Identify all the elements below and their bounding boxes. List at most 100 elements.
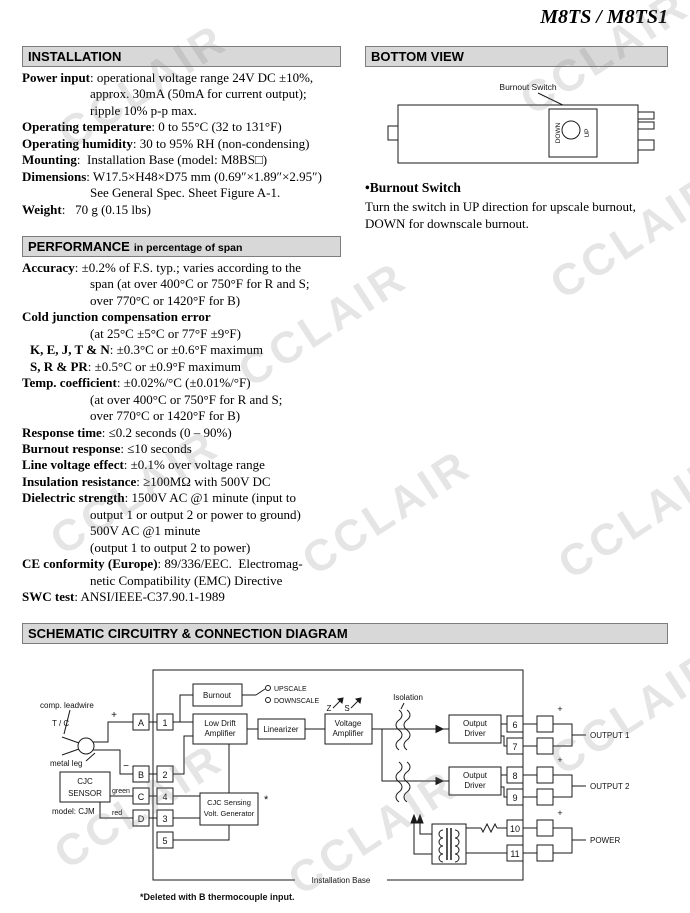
spec-text: : 30 to 95% RH (non-condensing)	[132, 135, 310, 151]
spec-text: : 0 to 55°C (32 to 131°F)	[151, 119, 282, 135]
terminal-5: 5	[162, 836, 167, 846]
spec-line: Temp. coefficient: ±0.02%/°C (±0.01%/°F)	[22, 375, 358, 391]
body-line: Turn the switch in UP direction for upsc…	[365, 199, 636, 214]
terminal-4: 4	[162, 792, 167, 802]
plus-sign: +	[557, 755, 562, 765]
output-driver-1-label: Driver	[464, 729, 486, 738]
power-label: POWER	[590, 836, 620, 845]
isolation-label: Isolation	[393, 693, 423, 702]
spec-label: SWC test	[22, 589, 75, 605]
spec-label: Accuracy	[22, 260, 75, 275]
span-adjust-label: S	[344, 704, 349, 713]
section-header-installation: INSTALLATION	[22, 46, 341, 67]
spec-label: Dimensions	[22, 168, 87, 184]
asterisk-mark: *	[264, 794, 269, 806]
module-body	[397, 104, 639, 164]
metal-leg-label: metal leg	[50, 759, 82, 768]
low-drift-label: Amplifier	[204, 729, 235, 738]
spec-text: : ≥100MΩ with 500V DC	[136, 473, 271, 489]
spec-line: Burnout response: ≤10 seconds	[22, 441, 358, 457]
spec-line: approx. 30mA (50mA for current output);	[22, 86, 358, 102]
installation-specs: Power input: operational voltage range 2…	[22, 70, 358, 218]
switch-circle	[561, 120, 581, 140]
low-drift-amplifier-box	[192, 713, 248, 745]
spec-line: Insulation resistance: ≥100MΩ with 500V …	[22, 474, 358, 490]
voltage-amplifier-box	[324, 713, 373, 745]
spec-label: Insulation resistance	[22, 473, 137, 489]
spec-label: S, R & PR	[30, 358, 88, 374]
section-header-schematic: SCHEMATIC CIRCUITRY & CONNECTION DIAGRAM	[22, 623, 668, 644]
spec-line: (output 1 to output 2 to power)	[22, 540, 358, 556]
terminal-C: C	[138, 792, 145, 802]
spec-line: over 770°C or 1420°F for B)	[22, 293, 358, 309]
module-notch	[387, 125, 399, 141]
switch-up-label: UP	[584, 128, 591, 137]
terminal-2: 2	[162, 770, 167, 780]
terminal-A: A	[138, 718, 144, 728]
cjc-sensing-box	[199, 792, 259, 826]
spec-line: Dielectric strength: 1500V AC @1 minute …	[22, 490, 358, 506]
spec-text: over 770°C or 1420°F for B)	[90, 408, 241, 424]
terminal-10: 10	[510, 824, 520, 834]
output-driver-2-box	[448, 766, 502, 796]
spec-line: span (at over 400°C or 750°F for R and S…	[22, 276, 358, 292]
isolation-barriers	[395, 709, 411, 803]
spec-line: netic Compatibility (EMC) Directive	[22, 573, 358, 589]
page-title: M8TS / M8TS1	[540, 6, 668, 28]
connector-pins	[637, 111, 655, 151]
green-wire-label: green	[112, 788, 130, 795]
terminal-B: B	[138, 770, 144, 780]
spec-line: Operating temperature: 0 to 55°C (32 to …	[22, 119, 358, 135]
output-driver-2-label: Driver	[464, 781, 486, 790]
terminal-6: 6	[512, 720, 517, 730]
spec-line: over 770°C or 1420°F for B)	[22, 408, 358, 424]
spec-line: Accuracy: ±0.2% of F.S. typ.; varies acc…	[22, 260, 358, 276]
terminal-3: 3	[162, 814, 167, 824]
spec-text: : W17.5×H48×D75 mm (0.69″×1.89″×2.95″)	[86, 168, 322, 184]
spec-line: 500V AC @1 minute	[22, 523, 358, 539]
burnout-switch-heading: •Burnout Switch	[365, 180, 461, 195]
schematic-diagram: comp. leadwire T / C + − metal leg CJC S…	[40, 669, 630, 902]
spec-label: Power input	[22, 70, 91, 85]
comp-leadwire-label: comp. leadwire	[40, 701, 94, 710]
spec-line: CE conformity (Europe): 89/336/EEC. Elec…	[22, 556, 358, 572]
spec-text: netic Compatibility (EMC) Directive	[90, 572, 283, 588]
spec-text: : ±0.02%/°C (±0.01%/°F)	[116, 375, 251, 391]
spec-text: : ±0.5°C or ±0.9°F maximum	[87, 358, 242, 374]
cjc-sensor-label: CJC	[77, 777, 93, 786]
terminal-9: 9	[512, 793, 517, 803]
spec-line: Power input: operational voltage range 2…	[22, 70, 358, 86]
spec-line: (at 25°C ±5°C or 77°F ±9°F)	[22, 326, 358, 342]
spec-line: Line voltage effect: ±0.1% over voltage …	[22, 457, 358, 473]
spec-label: Dielectric strength	[22, 490, 125, 506]
spec-line: SWC test: ANSI/IEEE-C37.90.1-1989	[22, 589, 358, 605]
spec-text: ripple 10% p-p max.	[90, 102, 197, 118]
terminal-squares	[132, 713, 554, 862]
section-header-bottom-view: BOTTOM VIEW	[365, 46, 668, 67]
bottom-view-drawing: Burnout Switch DOWN UP	[387, 82, 655, 164]
red-wire-label: red	[112, 810, 122, 817]
spec-label: Line voltage effect	[22, 457, 124, 473]
spec-line: Dimensions: W17.5×H48×D75 mm (0.69″×1.89…	[22, 169, 358, 185]
switch-down-label: DOWN	[555, 122, 562, 143]
linearizer-label: Linearizer	[263, 725, 298, 734]
output-driver-2-label: Output	[463, 771, 488, 780]
spec-text: : Installation Base (model: M8BS□)	[76, 152, 268, 168]
spec-text: : ANSI/IEEE-C37.90.1-1989	[74, 589, 225, 605]
spec-text: : 1500V AC @1 minute (input to	[124, 490, 296, 506]
base-label-bg	[295, 874, 387, 885]
voltage-amp-label: Voltage	[335, 719, 362, 728]
terminal-7: 7	[512, 742, 517, 752]
spec-line: Operating humidity: 30 to 95% RH (non-co…	[22, 136, 358, 152]
spec-label: CE conformity (Europe)	[22, 556, 158, 572]
watermark: CCLAIR	[549, 444, 690, 589]
spec-label: Weight	[22, 201, 62, 217]
cjc-sensor-box	[59, 771, 111, 803]
burnout-switch-text: Turn the switch in UP direction for upsc…	[365, 198, 670, 232]
terminal-D: D	[138, 814, 145, 824]
low-drift-label: Low Drift	[204, 719, 236, 728]
spec-label: Temp. coefficient	[22, 375, 117, 391]
spec-line: output 1 or output 2 or power to ground)	[22, 507, 358, 523]
